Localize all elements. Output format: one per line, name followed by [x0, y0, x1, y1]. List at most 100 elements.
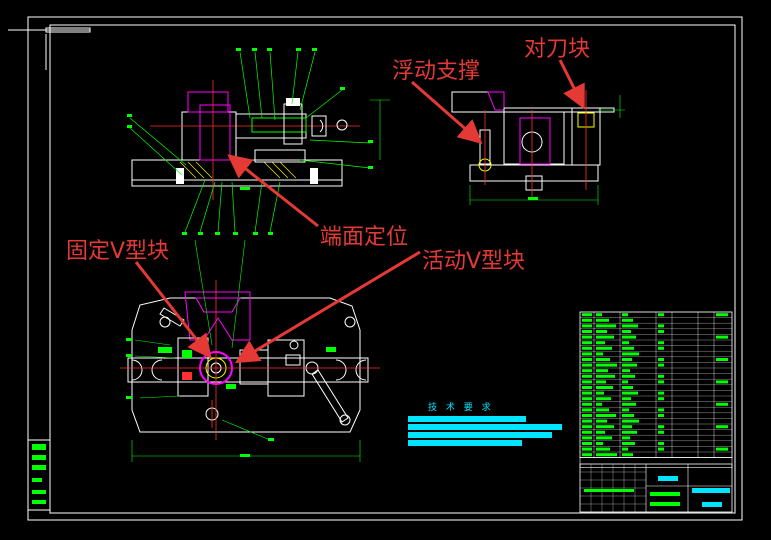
label-fixed-v-block: 固定V型块: [66, 239, 169, 264]
arrow-fixed-v-block: [134, 261, 212, 359]
table-cell-fill: [582, 352, 592, 356]
table-cell-fill: [658, 358, 664, 361]
label-floating-support: 浮动支撑: [392, 59, 480, 84]
table-cell-fill: [596, 397, 611, 401]
title-block-fill: [650, 502, 680, 506]
table-cell-fill: [622, 380, 628, 384]
title-block-fill: [702, 502, 722, 507]
table-cell-fill: [596, 363, 617, 367]
table-cell-fill: [716, 313, 728, 317]
table-cell-fill: [622, 335, 636, 339]
table-cell-fill: [582, 453, 592, 457]
table-cell-fill: [658, 380, 664, 384]
table-cell-fill: [658, 447, 664, 451]
table-cell-fill: [658, 341, 664, 345]
annotation-arrows: [134, 59, 585, 364]
table-cell-fill: [582, 442, 592, 445]
table-cell-fill: [582, 341, 592, 345]
table-cell-fill: [658, 324, 664, 328]
front-view: [127, 48, 390, 235]
title-block-fill: [584, 489, 634, 492]
table-cell-fill: [716, 402, 728, 406]
table-cell-fill: [622, 324, 638, 328]
table-cell-fill: [716, 380, 728, 384]
table-cell-fill: [596, 352, 603, 356]
scale-marker: [8, 27, 91, 70]
table-cell-fill: [582, 419, 592, 423]
table-cell-fill: [582, 369, 592, 373]
table-cell-fill: [658, 313, 664, 317]
table-cell-fill: [622, 408, 629, 412]
table-cell-fill: [596, 335, 614, 339]
table-cell-fill: [596, 313, 602, 317]
table-cell-fill: [622, 430, 637, 434]
parts-list-table: [579, 311, 733, 468]
table-cell-fill: [596, 430, 605, 434]
table-cell-fill: [658, 430, 664, 434]
table-cell-fill: [622, 346, 634, 350]
table-cell-fill: [658, 414, 664, 417]
table-cell-fill: [596, 374, 615, 378]
table-cell-fill: [582, 374, 592, 378]
table-cell-fill: [658, 330, 664, 333]
table-cell-fill: [622, 447, 628, 451]
table-cell-fill: [582, 386, 592, 389]
table-cell-fill: [716, 335, 728, 339]
title-block-fill: [658, 476, 678, 481]
table-cell-fill: [658, 425, 664, 429]
table-cell-fill: [622, 436, 630, 440]
table-cell-fill: [658, 397, 664, 401]
table-cell-fill: [622, 352, 639, 356]
table-cell-fill: [582, 402, 592, 406]
table-cell-fill: [596, 386, 613, 389]
table-cell-fill: [582, 380, 592, 384]
technical-requirements: 技 术 要 求: [408, 401, 562, 446]
table-cell-fill: [582, 335, 592, 339]
table-cell-fill: [582, 397, 592, 401]
table-cell-fill: [596, 330, 607, 333]
table-cell-fill: [582, 346, 592, 350]
table-cell-fill: [622, 397, 631, 401]
table-cell-fill: [596, 380, 606, 384]
table-cell-fill: [582, 358, 592, 361]
table-cell-fill: [582, 408, 592, 412]
table-cell-fill: [622, 318, 633, 322]
table-cell-fill: [658, 408, 664, 412]
table-cell-fill: [658, 391, 664, 395]
table-cell-fill: [596, 346, 612, 350]
table-cell-fill: [622, 386, 633, 389]
table-cell-fill: [596, 358, 610, 361]
table-cell-fill: [596, 442, 603, 445]
arrow-end-face-locating: [227, 154, 319, 228]
table-cell-fill: [596, 425, 614, 429]
arrow-floating-support: [411, 80, 483, 144]
table-cell-fill: [622, 358, 632, 361]
table-cell-fill: [622, 442, 635, 445]
table-cell-fill: [582, 363, 592, 367]
label-end-face-locating: 端面定位: [320, 225, 408, 250]
table-cell-fill: [622, 330, 631, 333]
table-cell-fill: [658, 363, 664, 367]
table-cell-fill: [716, 447, 728, 451]
table-cell-fill: [582, 313, 592, 317]
table-cell-fill: [596, 436, 612, 440]
table-cell-fill: [596, 414, 616, 417]
table-cell-fill: [622, 402, 636, 406]
tech-req-title: 技 术 要 求: [428, 401, 494, 413]
table-cell-fill: [582, 318, 592, 322]
table-cell-fill: [596, 391, 604, 395]
table-cell-fill: [622, 369, 630, 373]
label-tool-setting-block: 对刀块: [524, 37, 590, 62]
title-block-fill: [692, 488, 730, 493]
title-block-fill: [650, 492, 680, 496]
table-cell-fill: [622, 419, 639, 423]
table-cell-fill: [596, 453, 617, 457]
table-cell-fill: [596, 324, 616, 328]
table-cell-fill: [716, 358, 728, 361]
table-cell-fill: [582, 391, 592, 395]
table-cell-fill: [596, 447, 610, 451]
table-cell-fill: [596, 318, 609, 322]
table-cell-fill: [596, 341, 605, 345]
drawing-frame: [27, 16, 743, 521]
table-cell-fill: [622, 374, 635, 378]
